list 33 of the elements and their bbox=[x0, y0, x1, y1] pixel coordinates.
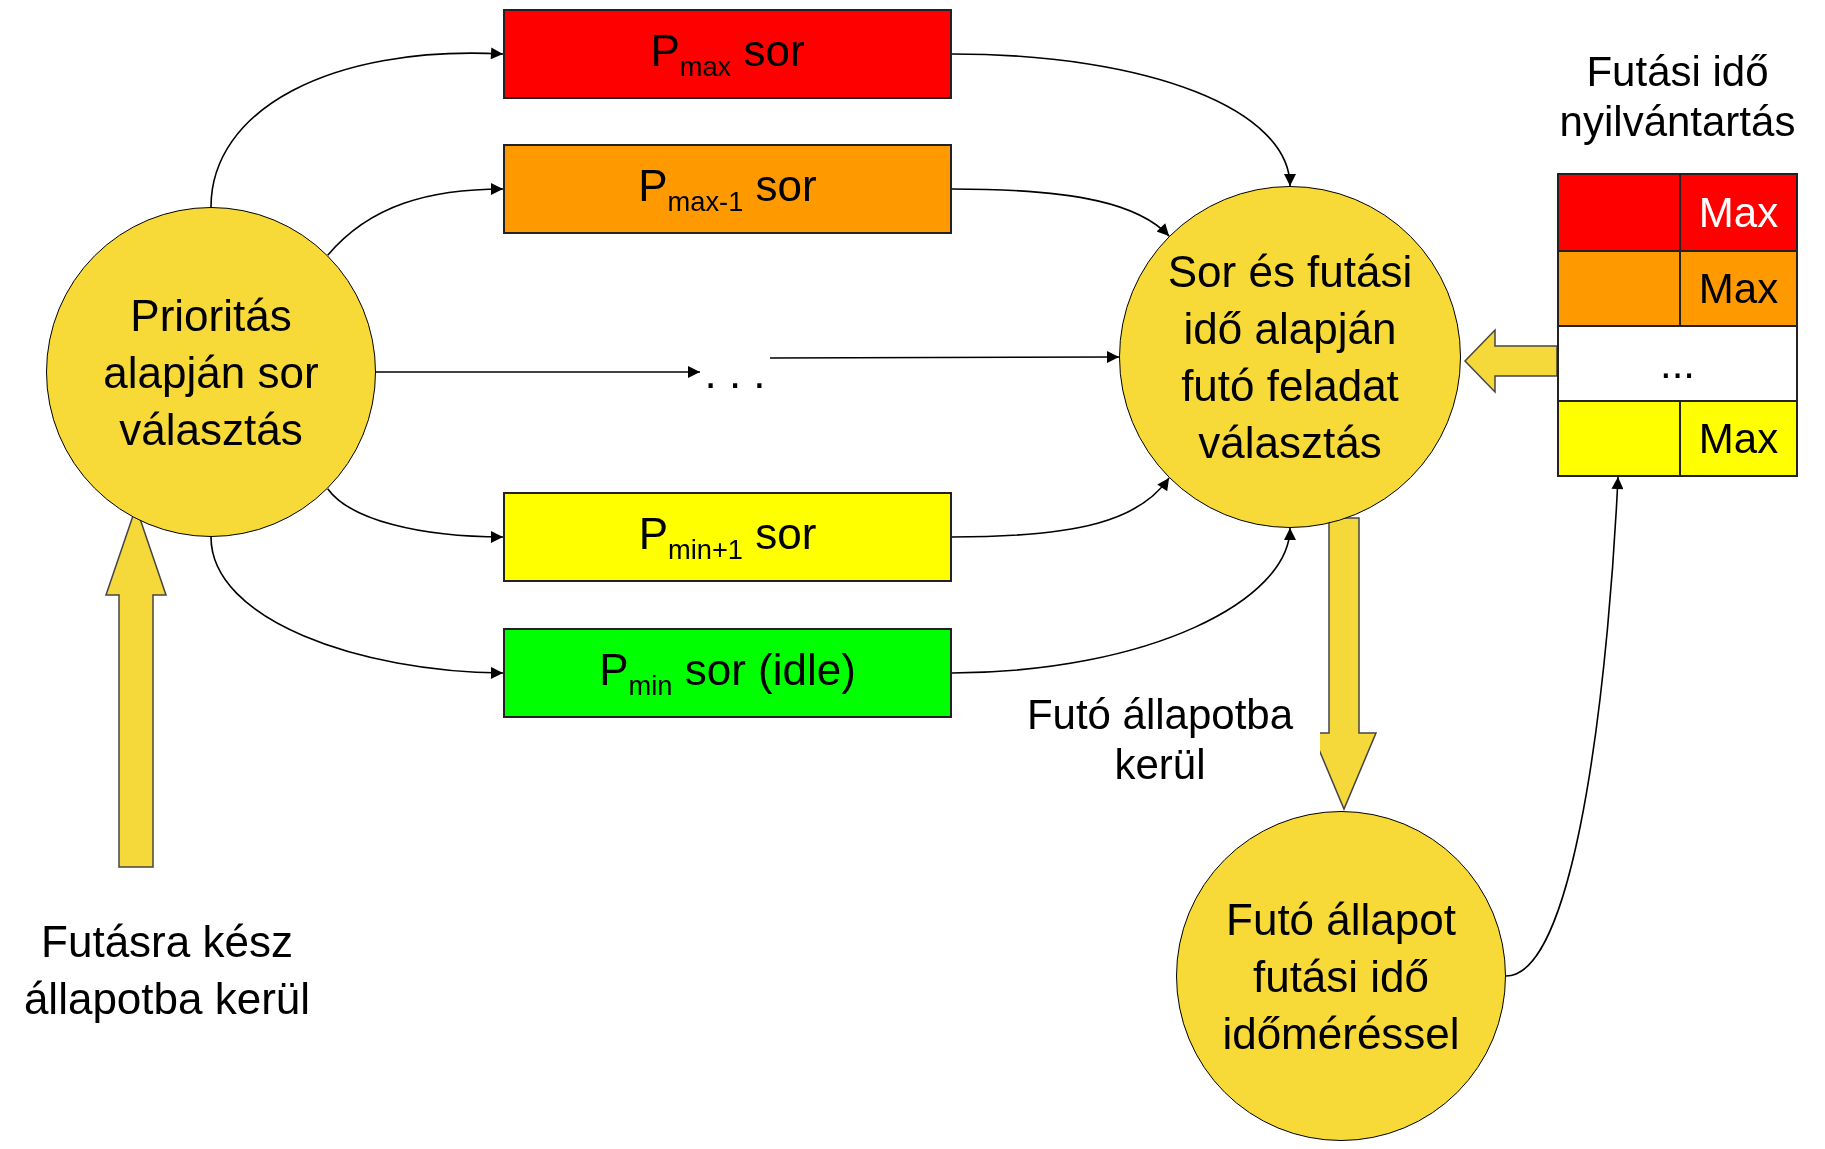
arrow bbox=[210, 47, 504, 208]
table-value: Max bbox=[1697, 413, 1780, 464]
table-value: Max bbox=[1697, 263, 1780, 314]
circle-label: Sor és futási idő alapján futó feladat választás bbox=[1166, 246, 1414, 469]
queue-label: P$_{min}$ sor (idle) bbox=[599, 644, 856, 702]
table-value: ... bbox=[1659, 338, 1696, 389]
arrow bbox=[951, 527, 1295, 674]
queue-label: P$_{max}$ sor bbox=[650, 25, 805, 83]
queue-box bbox=[503, 144, 952, 234]
arrow bbox=[210, 536, 504, 679]
arrow bbox=[951, 188, 1170, 237]
table-row bbox=[1559, 175, 1796, 250]
arrow bbox=[326, 487, 504, 543]
arrow bbox=[951, 477, 1170, 538]
table-row bbox=[1559, 400, 1796, 475]
block-arrow bbox=[1463, 328, 1558, 394]
queue-box bbox=[503, 628, 952, 718]
arrow bbox=[326, 183, 504, 257]
arrow bbox=[1505, 476, 1624, 977]
arrow bbox=[769, 351, 1120, 364]
queue-box bbox=[503, 9, 952, 99]
queue-label: P$_{max-1}$ sor bbox=[638, 160, 817, 218]
circle-label: Futó állapot futási idő időméréssel bbox=[1221, 893, 1461, 1060]
table-heading: Futási idő nyilvántartás bbox=[1558, 46, 1797, 147]
arrow bbox=[375, 366, 701, 378]
arrow bbox=[951, 53, 1295, 187]
queue-label: P$_{min+1}$ sor bbox=[638, 508, 817, 566]
text-label: . . . bbox=[704, 347, 766, 399]
table-value: Max bbox=[1697, 187, 1780, 238]
table-row bbox=[1559, 250, 1796, 325]
text-label: Futásra kész állapotba kerül bbox=[22, 916, 312, 1025]
queue-box bbox=[503, 492, 952, 582]
circle-label: Prioritás alapján sor választás bbox=[102, 289, 320, 456]
